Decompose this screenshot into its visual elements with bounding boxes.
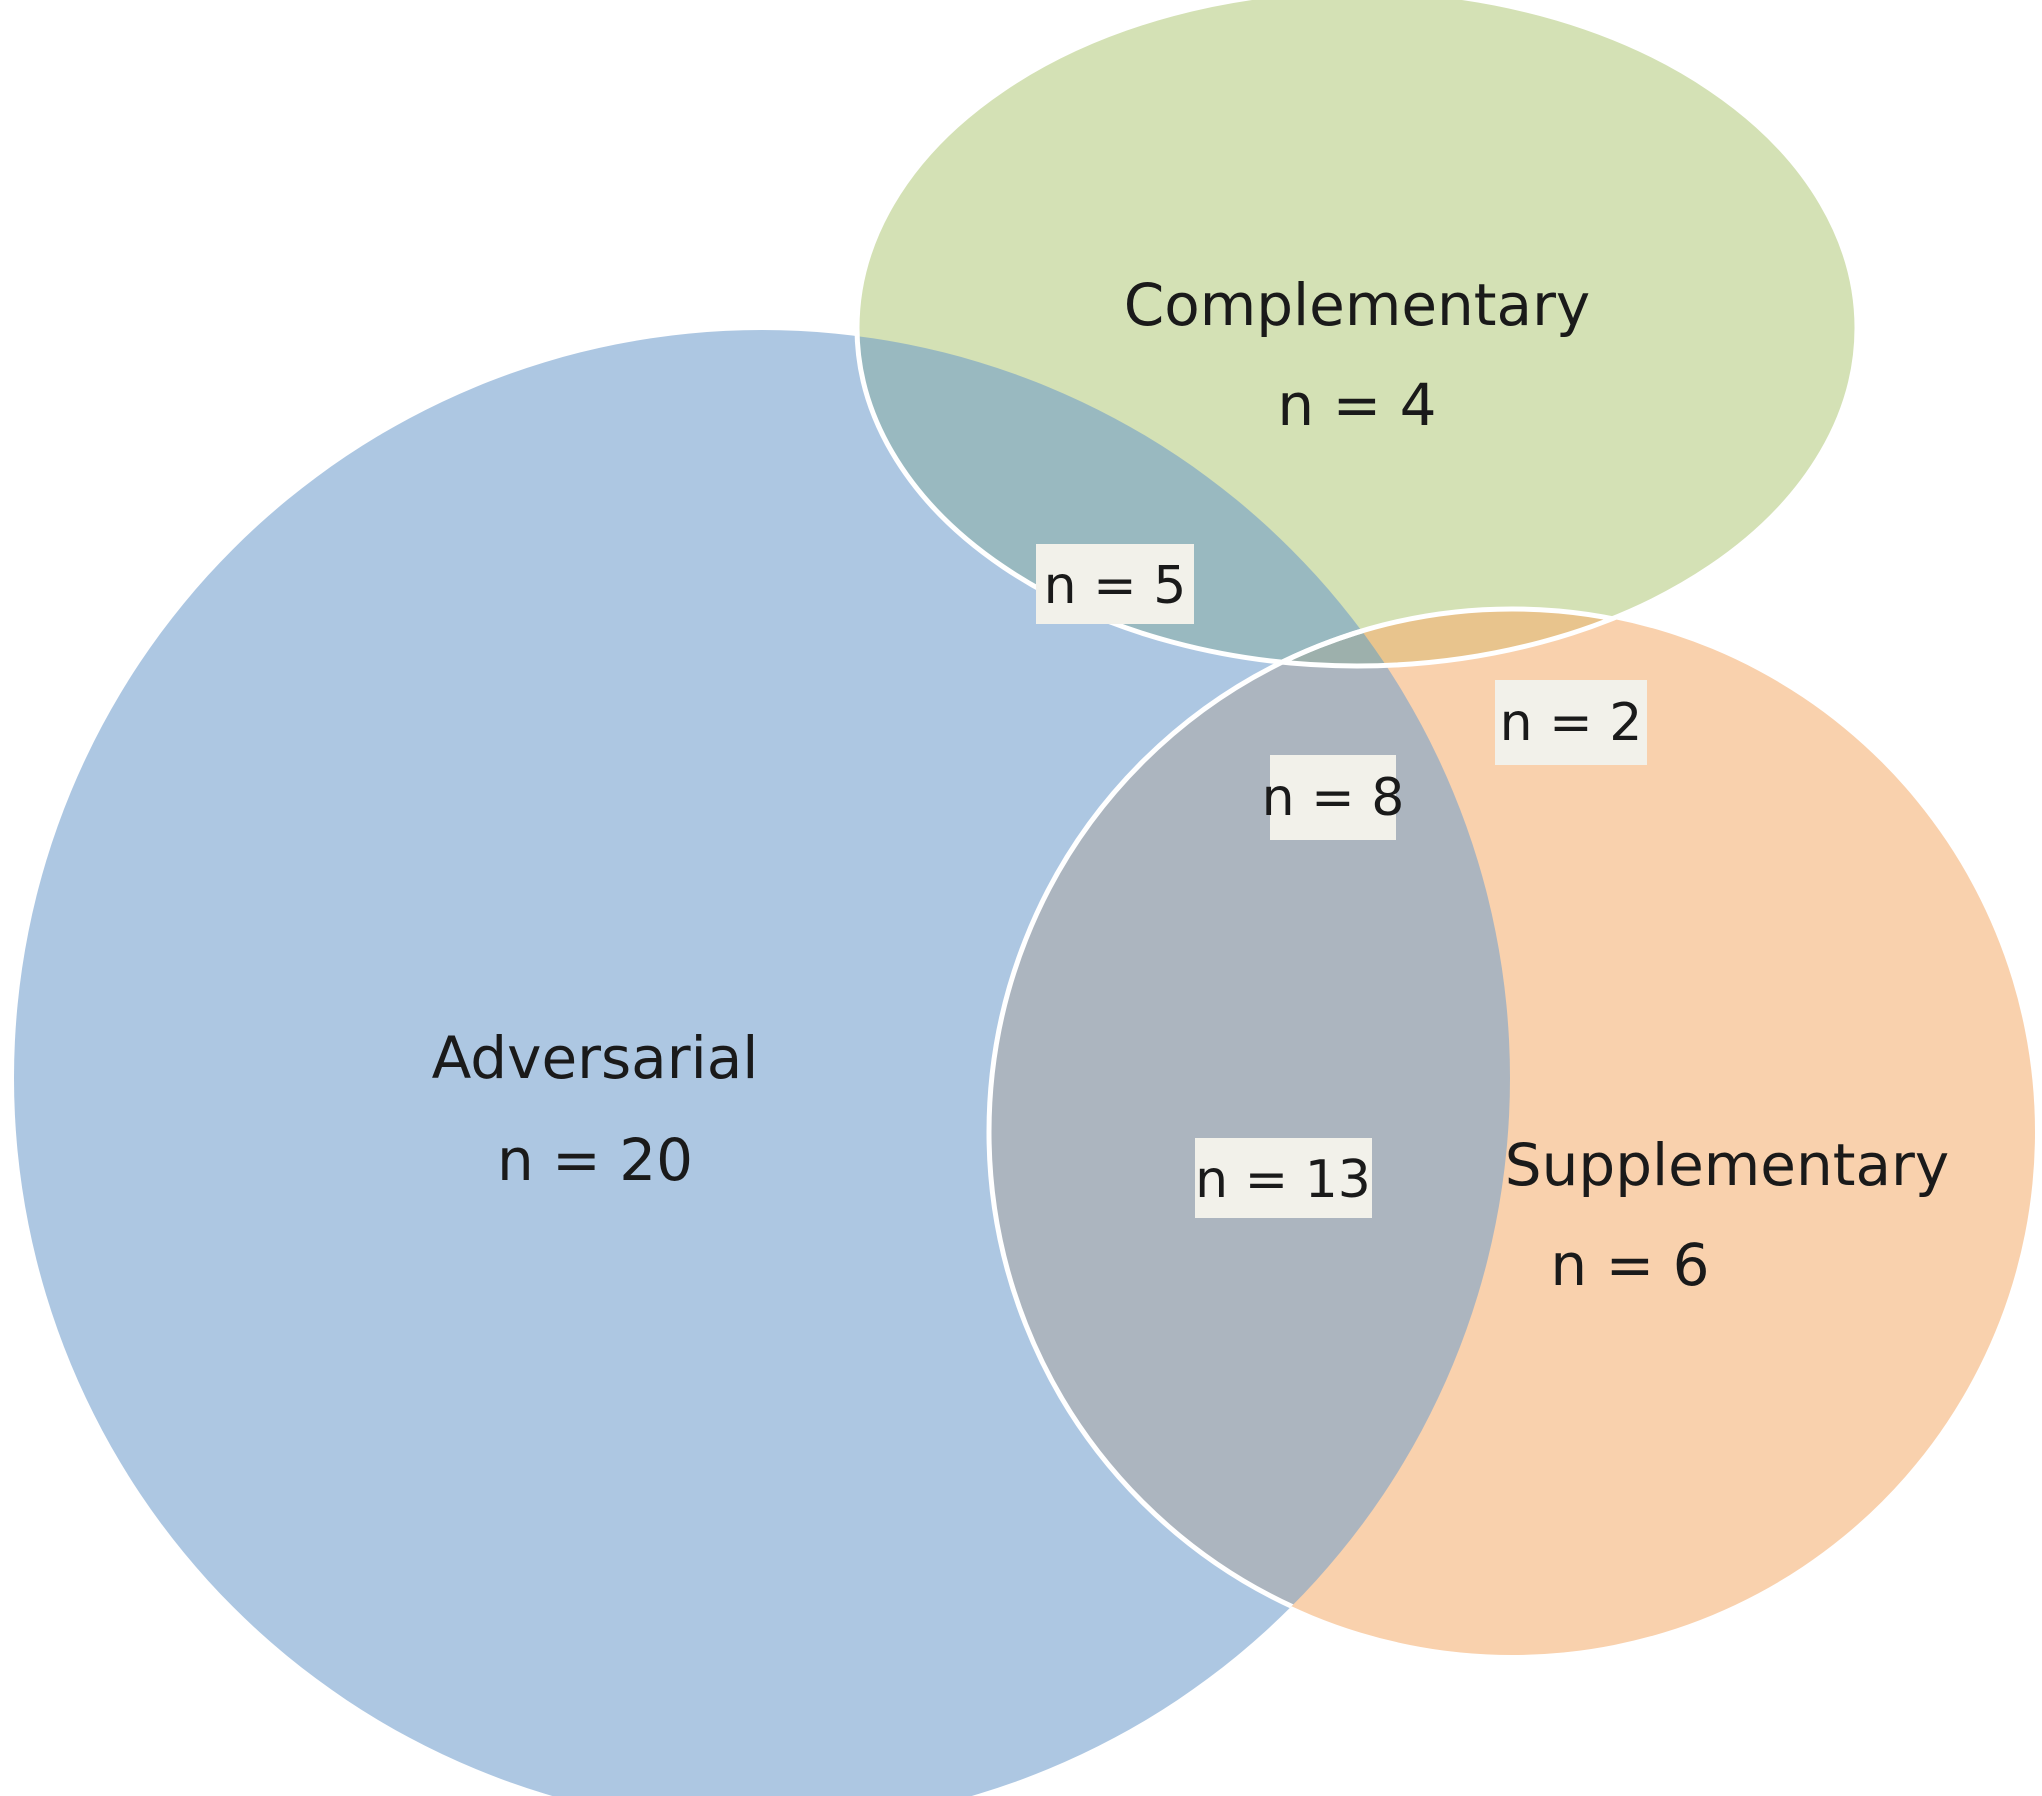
complementary-supplementary-count-box bbox=[1495, 680, 1647, 765]
all-three-count-box bbox=[1270, 755, 1396, 840]
adversarial-supplementary-count-box bbox=[1195, 1138, 1372, 1218]
supplementary-label: Supplementary bbox=[1505, 1131, 1949, 1199]
complementary-outline bbox=[854, 0, 1860, 669]
complementary-count: n = 4 bbox=[1277, 371, 1436, 439]
adversarial-count: n = 20 bbox=[497, 1126, 693, 1194]
supplementary-outline-top bbox=[986, 606, 1857, 666]
all-three-count: n = 8 bbox=[1262, 768, 1405, 828]
adversarial-supplementary-overlap bbox=[989, 609, 1510, 1655]
supplementary-count: n = 6 bbox=[1550, 1231, 1709, 1299]
adversarial-label: Adversarial bbox=[432, 1024, 759, 1092]
supplementary-outline-inner bbox=[986, 606, 1510, 1658]
adversarial-supplementary-count: n = 13 bbox=[1195, 1150, 1371, 1210]
adversarial-complementary-count-box bbox=[1036, 544, 1194, 624]
adversarial-complementary-count: n = 5 bbox=[1044, 556, 1187, 616]
adversarial-complementary-overlap bbox=[857, 330, 1510, 666]
complementary-supplementary-count: n = 2 bbox=[1500, 693, 1643, 753]
complementary-label: Complementary bbox=[1124, 271, 1591, 339]
